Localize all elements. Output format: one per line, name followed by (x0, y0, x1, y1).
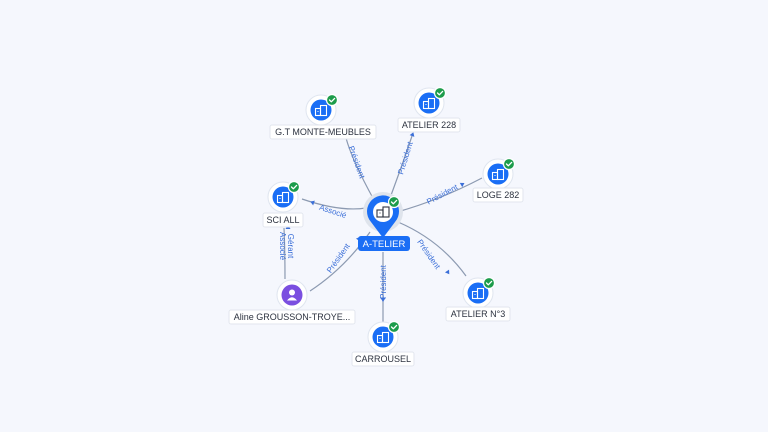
edge-line (389, 135, 413, 199)
edge-arrow (459, 182, 465, 188)
edge-line (301, 198, 367, 210)
building-icon (491, 168, 505, 181)
node-label: Aline GROUSSON-TROYE... (234, 312, 351, 322)
node-loge[interactable]: LOGE 282 (472, 157, 524, 203)
node-label: SCI ALL (266, 215, 299, 225)
person-icon (287, 289, 297, 301)
center-label: A-TELIER (363, 239, 406, 250)
node-label: ATELIER N°3 (451, 309, 505, 319)
edge-arrow (444, 269, 450, 275)
edge-label: Président (325, 241, 352, 274)
node-label-box (445, 306, 511, 322)
edge-label: GérantAssocié (278, 232, 295, 261)
edge-center-at228: Président (389, 132, 415, 199)
edge-line (397, 221, 467, 277)
edge-center-loge: Président (396, 177, 483, 213)
edge-arrow (310, 200, 315, 206)
node-sci[interactable]: SCI ALL (262, 180, 304, 228)
node-label-box (397, 117, 461, 133)
node-label: G.T MONTE-MEUBLES (275, 127, 371, 137)
node-label-box (269, 124, 377, 140)
verified-check-icon (387, 195, 401, 209)
verified-check-icon (387, 320, 401, 334)
edge-center-sci: Associé (301, 198, 367, 220)
verified-check-icon (482, 276, 496, 290)
node-carrousel[interactable]: CARROUSEL (351, 320, 415, 367)
edge-label: Président (347, 145, 367, 181)
edge-label: Président (379, 264, 388, 299)
node-at228[interactable]: ATELIER 228 (397, 86, 461, 133)
center-node[interactable]: A-TELIER (358, 192, 410, 251)
verified-check-icon (433, 86, 447, 100)
node-at3[interactable]: ATELIER N°3 (445, 276, 511, 322)
edge-label: Président (425, 182, 460, 206)
node-label-box (228, 309, 356, 325)
building-icon (376, 331, 390, 344)
verified-check-icon (287, 180, 301, 194)
node-label: CARROUSEL (355, 354, 411, 364)
verified-check-icon (325, 93, 339, 107)
node-label-box (472, 187, 524, 203)
node-label-box (351, 351, 415, 367)
verified-check-icon (502, 157, 516, 171)
nodes-layer: G.T MONTE-MEUBLES ATELIER 228 LOGE 282 S… (228, 86, 524, 367)
building-icon (471, 287, 485, 300)
edge-line (396, 177, 483, 213)
edge-arrow (409, 132, 415, 137)
edge-aline-sci: GérantAssocié (278, 225, 295, 280)
edge-center-gt: Président (343, 134, 375, 201)
edge-line (283, 227, 286, 280)
edge-label: Associé (318, 203, 348, 220)
edge-center-carrousel: Président (379, 252, 388, 322)
building-icon (376, 206, 390, 218)
node-aline[interactable]: Aline GROUSSON-TROYE... (228, 279, 356, 325)
node-label: LOGE 282 (477, 190, 520, 200)
building-icon (314, 104, 328, 117)
building-icon (422, 97, 436, 110)
node-label-box (262, 212, 304, 228)
edge-arrow (380, 298, 386, 302)
edge-line (345, 137, 375, 201)
building-icon (276, 191, 290, 204)
node-label: ATELIER 228 (402, 120, 456, 130)
edge-label: Président (415, 238, 442, 271)
node-gt[interactable]: G.T MONTE-MEUBLES (269, 93, 377, 140)
edge-label: Président (396, 140, 415, 176)
center-label-box (358, 236, 410, 251)
